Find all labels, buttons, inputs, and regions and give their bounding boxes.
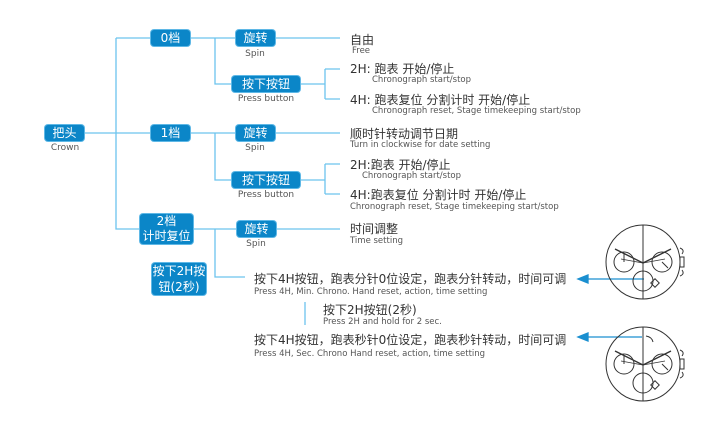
- step-2: 按下2H按钮(2秒): [323, 303, 417, 317]
- result-2h-0: 2H: 跑表 开始/停止: [350, 62, 455, 76]
- press-button-box-1: 按下按钮: [232, 172, 300, 188]
- press-button-label-en-0: Press button: [237, 94, 295, 104]
- position-1-box: 1档: [151, 125, 190, 141]
- position-0-box: 0档: [151, 30, 190, 46]
- result-date: 顺时针转动调节日期: [350, 127, 459, 141]
- hold-2h-box: 按下2H按 钮(2秒): [152, 263, 206, 295]
- position-2-label: 2档: [156, 214, 177, 228]
- step-3-en: Press 4H, Sec. Chrono Hand reset, action…: [254, 349, 486, 359]
- position-2-sublabel: 计时复位: [142, 229, 191, 243]
- step-1-en: Press 4H, Min. Chrono. Hand reset, actio…: [254, 287, 488, 297]
- result-date-en: Turn in clockwise for date setting: [350, 140, 491, 150]
- result-4h-0: 4H: 跑表复位 分割计时 开始/停止: [350, 93, 531, 107]
- spin-label-en-1: Spin: [245, 143, 265, 153]
- hold-2h-line1: 按下2H按: [152, 264, 206, 278]
- press-button-label-en-1: Press button: [237, 190, 295, 200]
- result-4h-0-en: Chronograph reset, Stage timekeeping sta…: [372, 106, 581, 116]
- arrow-head-2: [576, 332, 589, 342]
- spin-label-en-0: Spin: [245, 49, 265, 59]
- crown-box: 把头: [45, 125, 84, 141]
- spin-box-0: 旋转: [236, 30, 275, 46]
- result-time-setting-en: Time setting: [350, 236, 403, 246]
- result-2h-1: 2H:跑表 开始/停止: [350, 158, 451, 172]
- step-2-en: Press 2H and hold for 2 sec.: [323, 317, 442, 327]
- spin-label-en-2: Spin: [246, 239, 266, 249]
- step-1: 按下4H按钮，跑表分针0位设定，跑表分针转动，时间可调: [254, 272, 567, 286]
- result-time-setting: 时间调整: [350, 222, 399, 236]
- spin-box-1: 旋转: [236, 125, 275, 141]
- position-2-box: 2档 计时复位: [140, 214, 193, 244]
- step-3: 按下4H按钮，跑表秒针0位设定，跑表秒针转动，时间可调: [254, 333, 567, 347]
- crown-label-en: Crown: [50, 143, 80, 153]
- result-free-en: Free: [352, 46, 371, 56]
- result-2h-1-en: Chronograph start/stop: [362, 171, 462, 181]
- arrow-head-1: [576, 274, 589, 284]
- result-free: 自由: [350, 33, 375, 47]
- watch-diagram-1: [605, 224, 685, 300]
- result-4h-1-en: Chronograph reset, Stage timekeeping sta…: [350, 202, 559, 212]
- spin-box-2: 旋转: [237, 221, 276, 237]
- result-4h-1: 4H:跑表复位 分割计时 开始/停止: [350, 188, 527, 202]
- press-button-box-0: 按下按钮: [232, 76, 300, 92]
- hold-2h-line2: 钮(2秒): [158, 280, 200, 294]
- result-2h-0-en: Chronograph start/stop: [372, 75, 472, 85]
- watch-diagram-2: [605, 326, 685, 402]
